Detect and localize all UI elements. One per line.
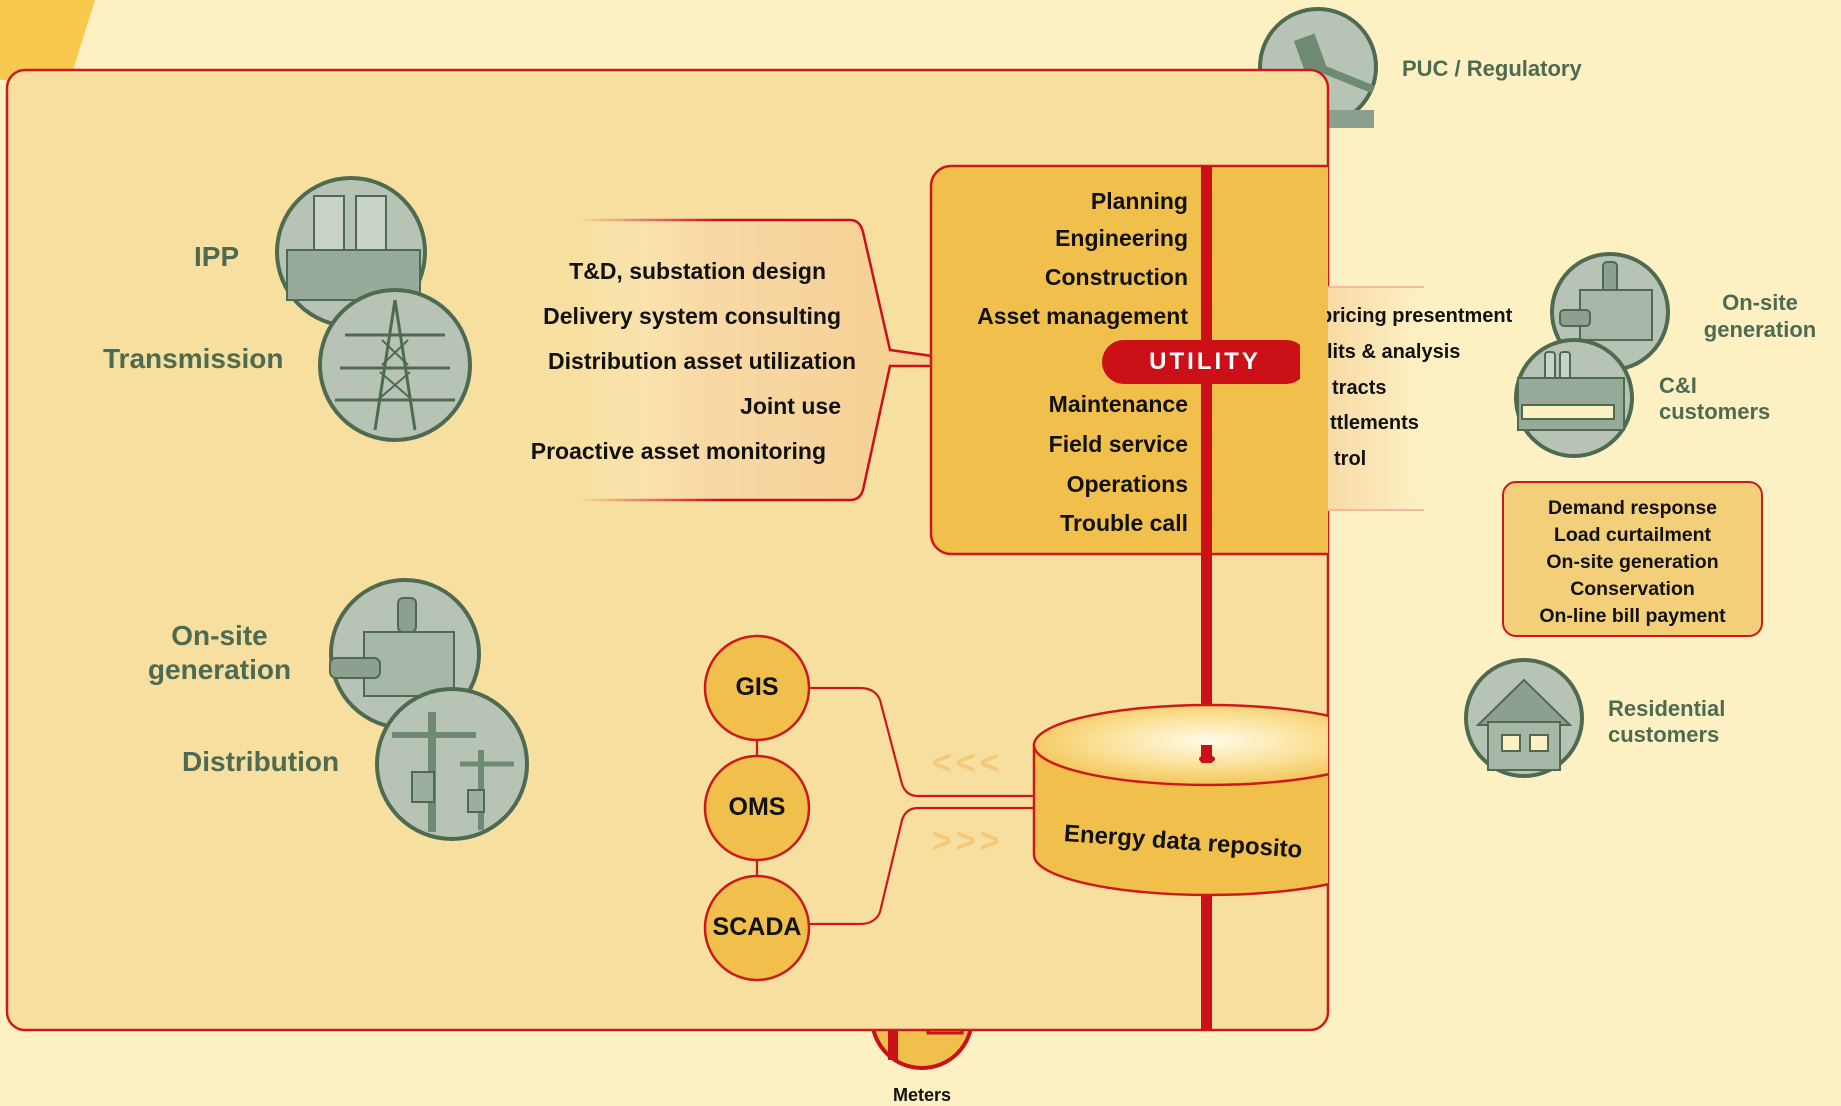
demand-item: On-site generation [1546,551,1719,573]
services-bg [578,220,932,500]
utility-item: Asset management [977,303,1188,329]
utility-item: Engineering [1055,225,1188,251]
oms-circle [703,754,811,862]
outbound-arrows: >>> [932,822,1004,860]
meters-label: Meters [892,1085,952,1105]
partial-list-item: tracts [1332,377,1387,399]
utility-item: Maintenance [1048,391,1188,417]
service-item: Proactive asset monitoring [530,438,826,464]
utility-item: Field service [1048,431,1188,457]
service-item: T&D, substation design [569,258,826,284]
service-item: Joint use [740,393,841,419]
house-icon [1464,658,1584,778]
utility-item: Planning [1090,188,1188,214]
transmission-label: Transmission [103,343,284,374]
utility-item: Trouble call [1060,510,1188,536]
ipp-label: IPP [194,241,240,272]
demand-item: Conservation [1570,578,1695,600]
database-icon [1032,703,1328,1030]
partial-list-item: lits & analysis [1327,341,1461,363]
partial-list-item: trol [1334,448,1367,470]
utility-item: Construction [1044,264,1188,290]
gis-connector [808,686,1034,798]
demand-programs-box: Demand response Load curtailment On-site… [1502,481,1763,637]
onsite-label-line1: On-site [171,620,268,651]
utility-bus-line [1201,166,1212,1030]
right-onsite-label-line2: generation [1703,317,1817,342]
scada-circle [703,874,811,982]
puc-label: PUC / Regulatory [1402,56,1582,81]
partial-list-item: pricing presentment [1320,305,1513,327]
scada-label: SCADA [712,913,802,941]
demand-item: On-line bill payment [1539,605,1726,627]
corner-accent [0,0,95,80]
ci-label-line1: C&I [1659,373,1697,398]
service-item: Distribution asset utilization [548,348,856,374]
utility-pole-icon [375,687,529,841]
inbound-arrows: <<< [932,744,1004,782]
gis-label: GIS [735,673,779,701]
utility-badge: UTILITY [1102,340,1308,384]
residential-label-line1: Residential [1608,696,1726,721]
gis-circle [703,634,811,742]
ci-label-line2: customers [1659,399,1771,424]
oms-label: OMS [728,793,786,821]
scada-connector [808,806,1034,926]
partial-list-bg [1322,287,1424,510]
transmission-tower-icon [318,288,472,442]
demand-item: Demand response [1547,497,1718,519]
utility-item: Operations [1066,471,1188,497]
onsite-label-line2: generation [147,654,292,685]
distribution-label: Distribution [182,746,340,777]
demand-item: Load curtailment [1553,524,1712,546]
residential-label-line2: customers [1608,722,1720,747]
right-onsite-label-line1: On-site [1722,290,1798,315]
commercial-building-icon [1514,338,1634,458]
partial-list-item: ttlements [1330,412,1419,434]
service-item: Delivery system consulting [543,303,841,329]
repository-label: Energy data reposito [1063,820,1304,864]
